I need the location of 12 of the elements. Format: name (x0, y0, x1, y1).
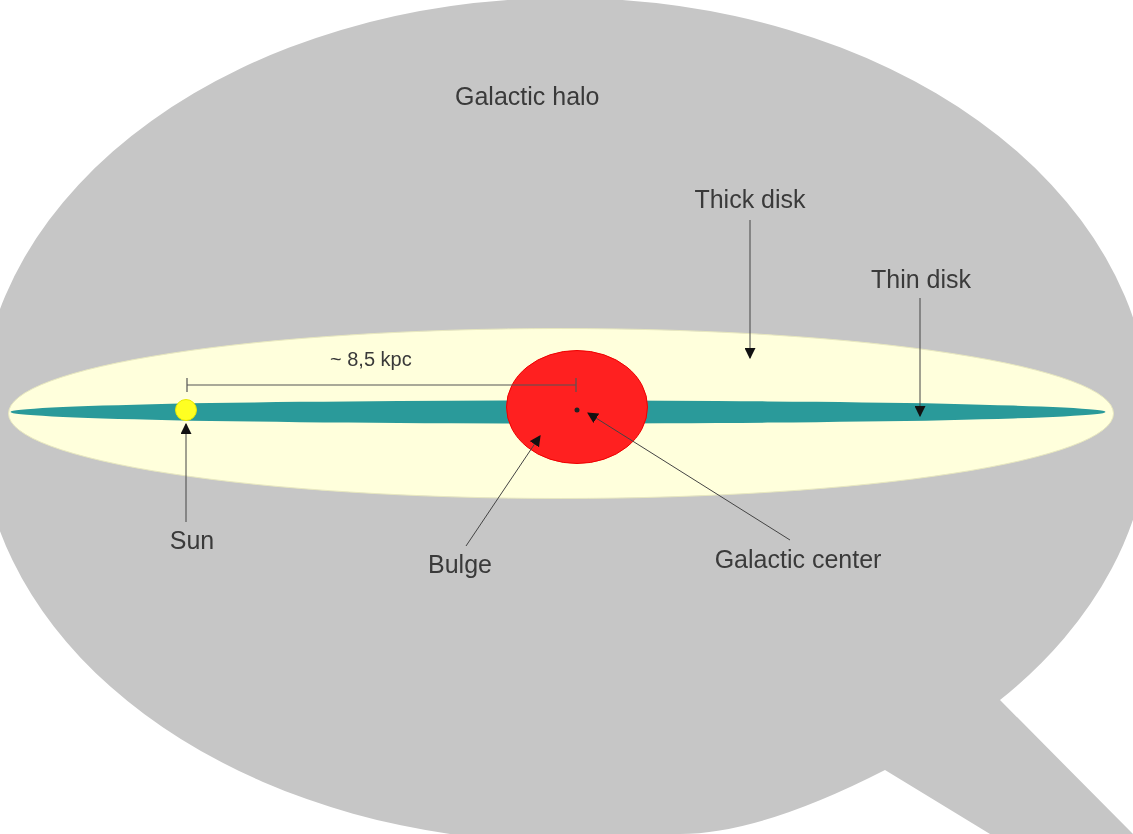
leader-arrow (914, 297, 926, 418)
thick-disk-label: Thick disk (676, 180, 824, 218)
leader-arrow (465, 435, 541, 547)
distance-label: ~ 8,5 kpc (330, 348, 412, 371)
bulge-label: Bulge (410, 546, 510, 582)
leader-arrow (180, 422, 192, 523)
sun-label: Sun (158, 522, 226, 558)
center-label: Galactic center (690, 541, 906, 577)
thin-disk-label: Thin disk (855, 260, 987, 298)
halo-label: Galactic halo (455, 82, 600, 111)
leader-arrow (587, 412, 791, 541)
leader-arrow (744, 219, 756, 360)
